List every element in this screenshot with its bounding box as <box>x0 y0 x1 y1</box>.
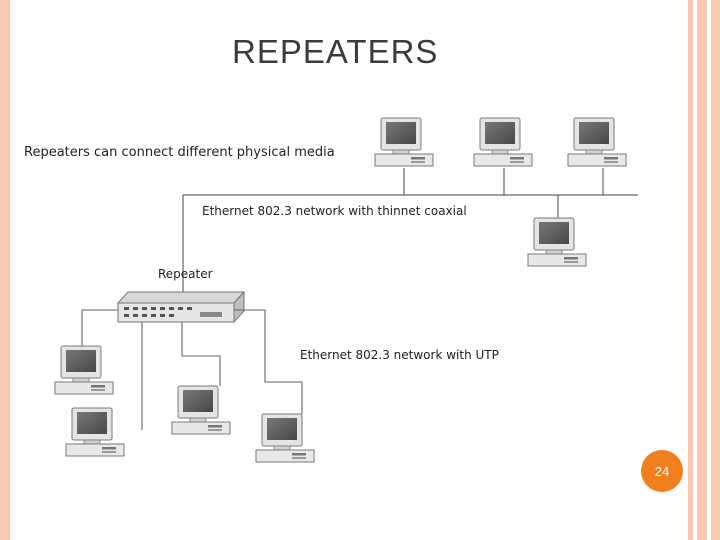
computer-icon <box>171 385 231 435</box>
utp-label: Ethernet 802.3 network with UTP <box>300 348 499 362</box>
repeater-device-icon <box>116 290 246 324</box>
computer-icon <box>65 407 125 457</box>
computer-icon <box>255 413 315 463</box>
slide-title: REPEATERS <box>232 33 439 70</box>
slide-border-right <box>711 0 720 540</box>
utp-link <box>234 309 303 414</box>
computer-icon <box>527 217 587 267</box>
computer-icon <box>374 117 434 167</box>
computer-icon <box>473 117 533 167</box>
slide-border-right <box>688 0 693 540</box>
computer-icon <box>54 345 114 395</box>
utp-link <box>181 322 221 386</box>
slide-border-right <box>697 0 707 540</box>
slide-border-left <box>0 0 10 540</box>
utp-link <box>81 309 118 346</box>
computer-icon <box>567 117 627 167</box>
repeater-label: Repeater <box>158 267 213 281</box>
diagram-caption: Repeaters can connect different physical… <box>24 145 335 160</box>
thinnet-label: Ethernet 802.3 network with thinnet coax… <box>202 204 467 218</box>
page-number-badge: 24 <box>641 450 683 492</box>
